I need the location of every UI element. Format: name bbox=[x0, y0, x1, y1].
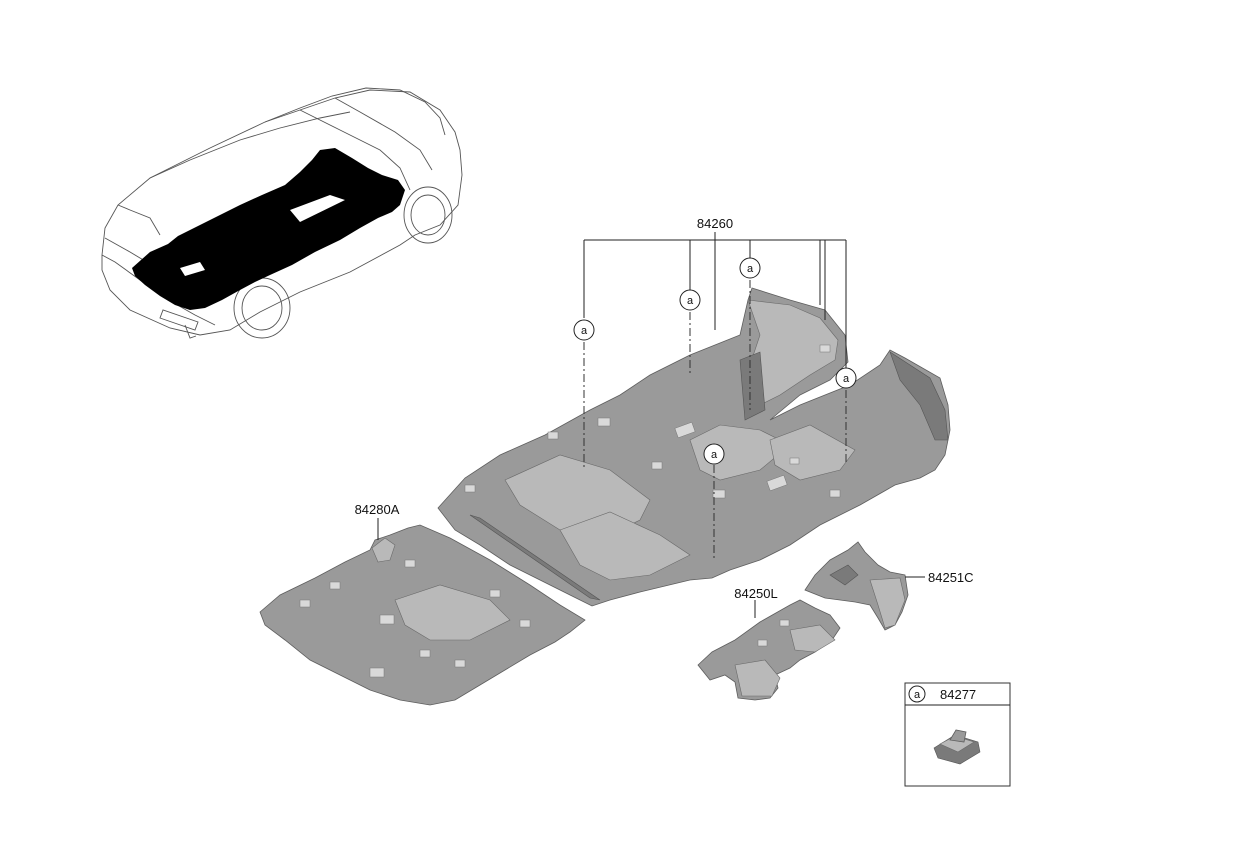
main-floor-carpet-part bbox=[437, 287, 951, 607]
callout-a-3: a bbox=[739, 257, 761, 279]
left-front-floor-piece-part bbox=[697, 599, 841, 701]
clip-part-image bbox=[933, 729, 981, 765]
callout-a-2: a bbox=[679, 289, 701, 311]
callout-a-1: a bbox=[573, 319, 595, 341]
label-left-front-piece: 84250L bbox=[734, 586, 777, 601]
leader-lines bbox=[377, 232, 925, 618]
svg-text:a: a bbox=[687, 295, 694, 307]
right-front-floor-piece-part bbox=[804, 541, 909, 631]
label-rear-carpet: 84280A bbox=[355, 502, 400, 517]
svg-text:a: a bbox=[747, 263, 754, 275]
svg-text:a: a bbox=[581, 325, 588, 337]
car-overview-illustration bbox=[101, 87, 463, 339]
callout-a-4: a bbox=[835, 367, 857, 389]
rear-carpet-part bbox=[259, 524, 586, 706]
svg-text:a: a bbox=[843, 373, 850, 385]
label-main-carpet: 84260 bbox=[697, 216, 733, 231]
label-right-front-piece: 84251C bbox=[928, 570, 974, 585]
legend-letter: a bbox=[914, 689, 921, 701]
highlighted-floor-carpet bbox=[132, 148, 405, 310]
legend-part-number: 84277 bbox=[940, 687, 976, 702]
legend-box: a 84277 bbox=[904, 682, 1011, 787]
callout-a-5: a bbox=[703, 443, 725, 465]
svg-text:a: a bbox=[711, 449, 718, 461]
